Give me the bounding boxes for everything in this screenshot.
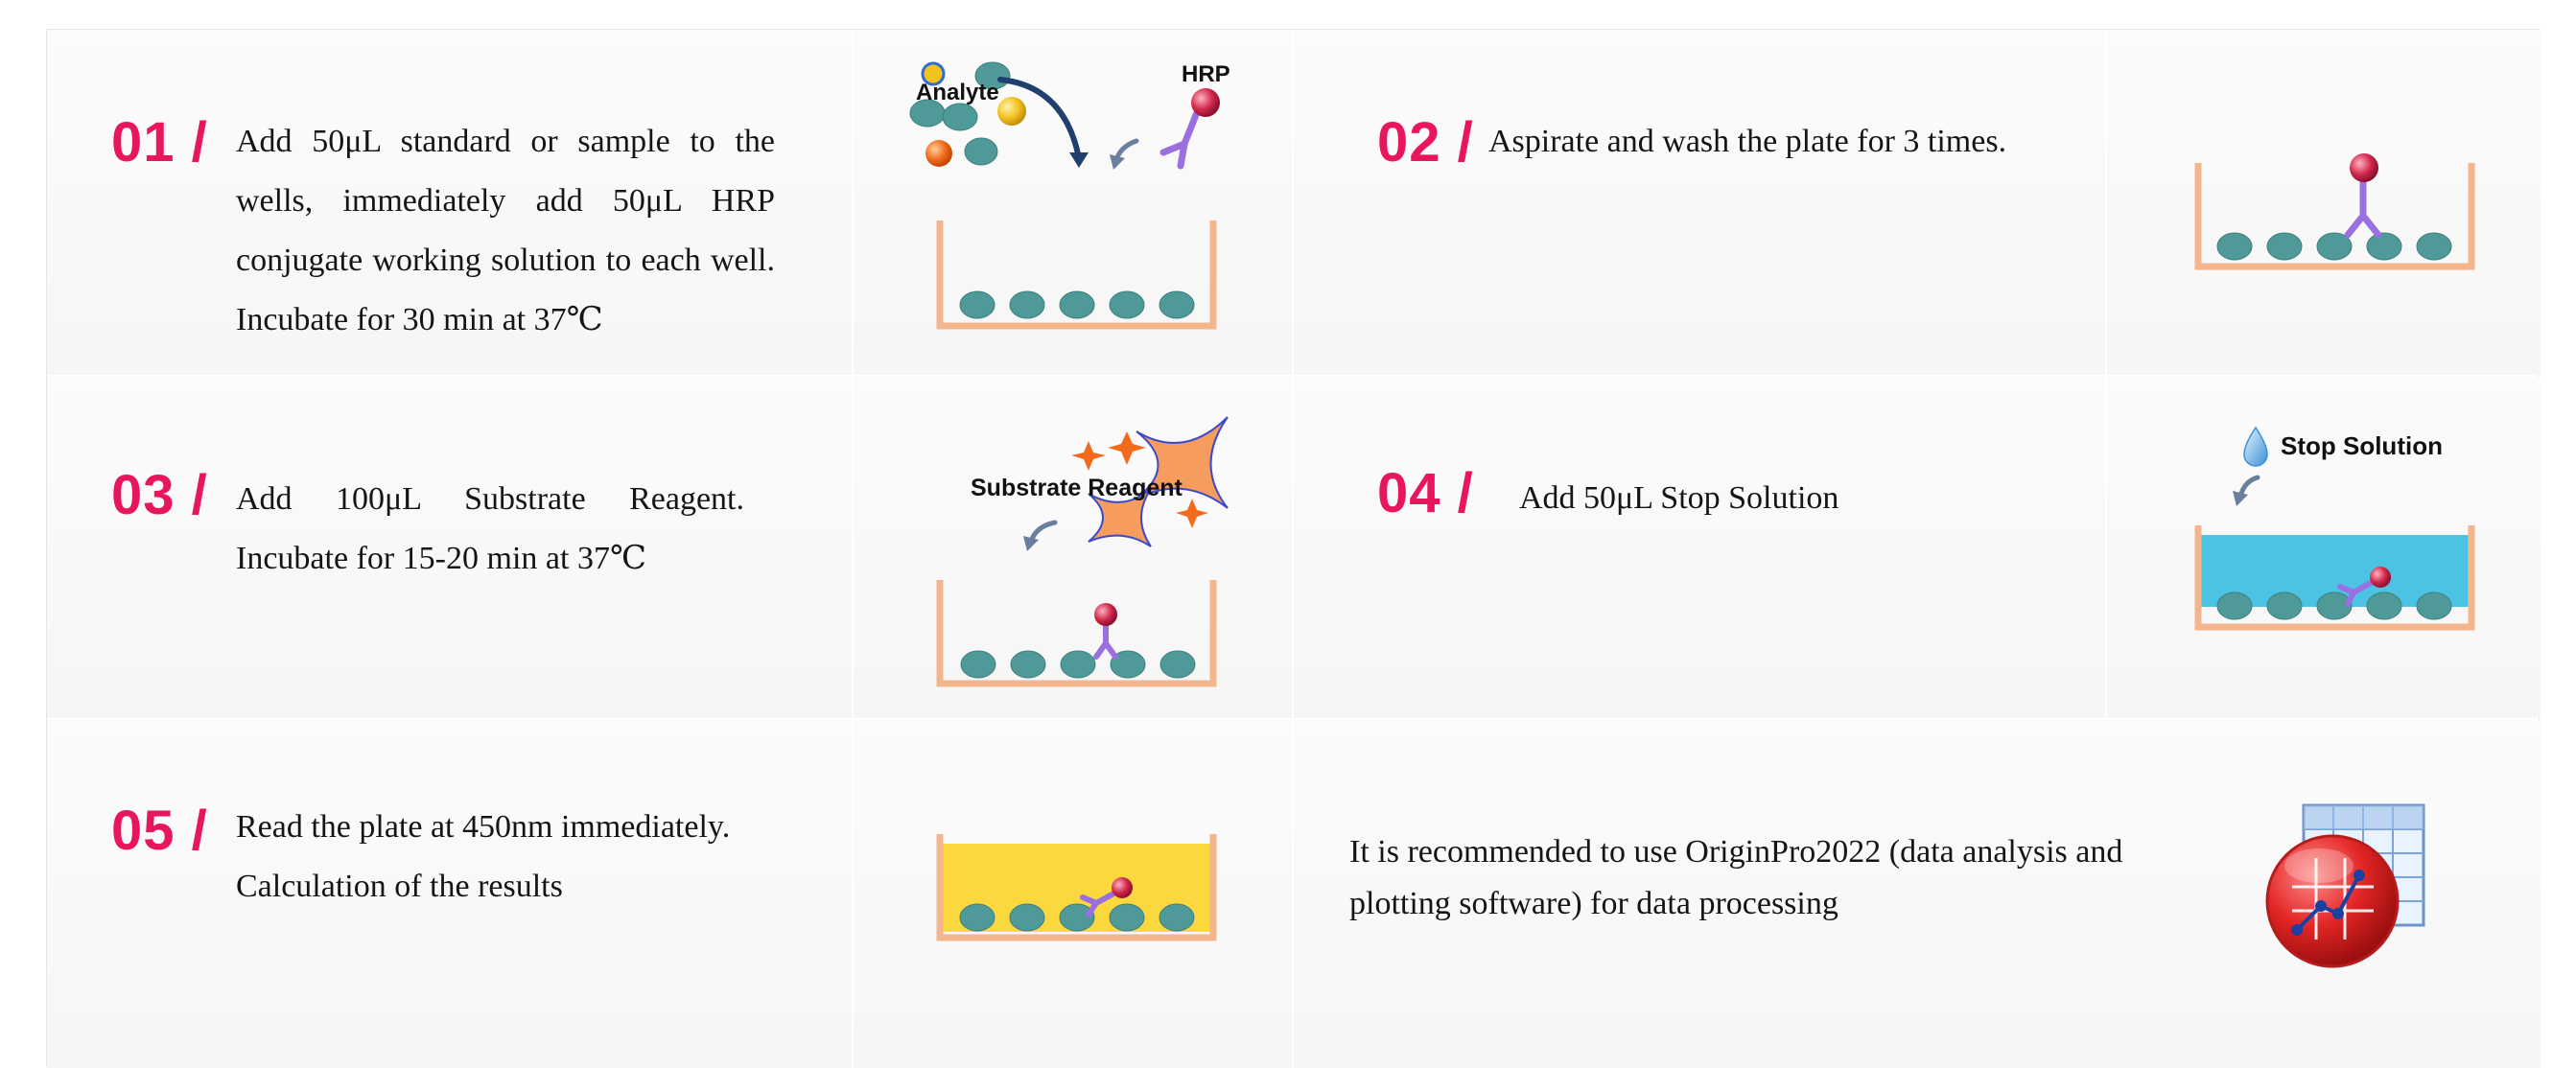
plate-well bbox=[936, 580, 1217, 687]
analyte-cell bbox=[964, 137, 998, 166]
row1-text-cell-2 bbox=[1294, 30, 2105, 375]
step-04-number: 04 / bbox=[1377, 462, 1474, 524]
step-01-text: Add 50μL standard or sample to the wells… bbox=[236, 124, 775, 337]
row1-text-cell bbox=[47, 30, 852, 375]
step-02-number: 02 / bbox=[1377, 111, 1474, 174]
row2-text-cell bbox=[47, 377, 852, 718]
plate-well bbox=[2194, 525, 2475, 631]
droplet-icon bbox=[2243, 426, 2268, 467]
analyte-label: Analyte bbox=[916, 80, 999, 105]
hrp-label: HRP bbox=[1182, 61, 1230, 87]
step-03-number: 03 / bbox=[111, 464, 208, 526]
step-05-text: Read the plate at 450nm immediately. Cal… bbox=[236, 809, 731, 904]
analyte-cell bbox=[942, 103, 978, 131]
hrp-bead bbox=[1191, 88, 1220, 117]
software-recommendation: It is recommended to use OriginPro2022 (… bbox=[1349, 834, 2123, 921]
hrp-bead bbox=[2370, 567, 2391, 588]
plate-well bbox=[2194, 163, 2475, 270]
row3-text-cell bbox=[47, 720, 852, 1068]
step-04-illustration: Stop Solution bbox=[2189, 422, 2476, 642]
hrp-bead bbox=[2350, 153, 2378, 182]
step-05-illustration bbox=[935, 824, 1223, 949]
plate-well bbox=[936, 834, 1217, 941]
step-02-text: Aspirate and wash the plate for 3 times. bbox=[1488, 124, 2007, 159]
stop-solution-label: Stop Solution bbox=[2281, 431, 2443, 460]
row2-text-cell-2 bbox=[1294, 377, 2105, 718]
step-05-number: 05 / bbox=[111, 800, 208, 862]
step-04-text: Add 50μL Stop Solution bbox=[1519, 480, 1839, 516]
originpro-logo-icon bbox=[2263, 801, 2431, 968]
plate-well bbox=[936, 221, 1217, 330]
hrp-bead bbox=[1094, 603, 1117, 626]
step-01-illustration: Analyte HRP bbox=[897, 53, 1242, 340]
substrate-label: Substrate Reagent bbox=[971, 475, 1183, 501]
hrp-bead bbox=[1112, 877, 1133, 898]
step-03-text: Add 100μL Substrate Reagent. Incubate fo… bbox=[236, 481, 744, 576]
step-02-illustration bbox=[2189, 139, 2476, 283]
step-01-number: 01 / bbox=[111, 111, 208, 174]
step-03-illustration: Substrate Reagent bbox=[936, 416, 1252, 695]
